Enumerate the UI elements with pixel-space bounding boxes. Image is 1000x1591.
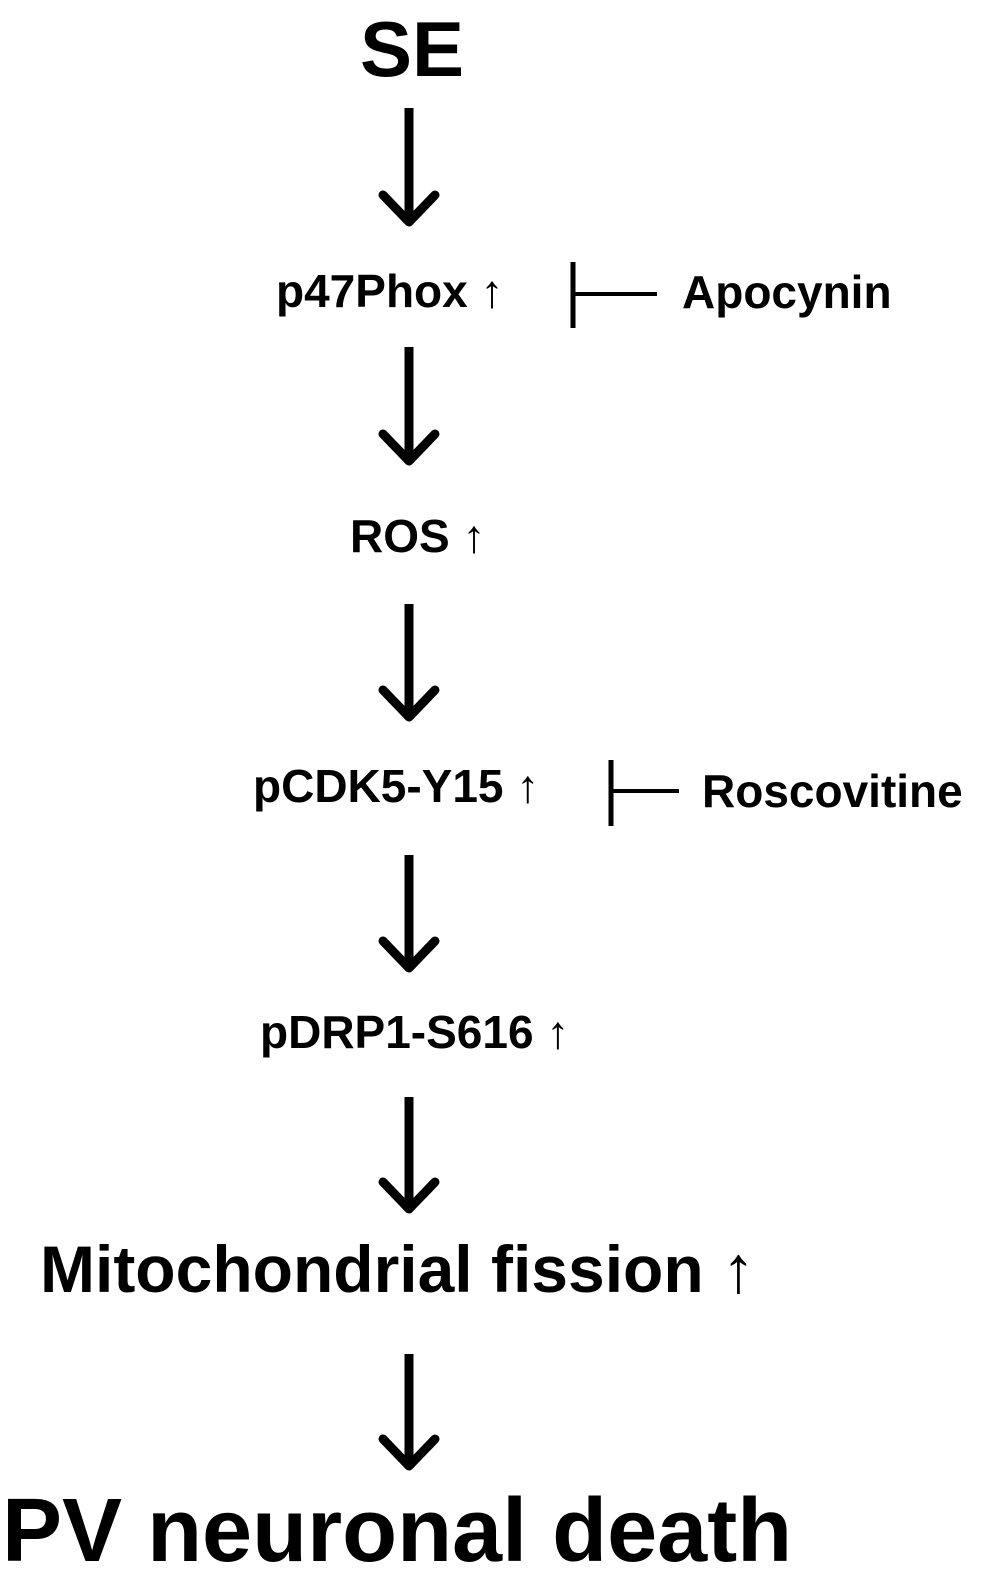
node-death-label: PV neuronal death xyxy=(2,1481,793,1581)
node-pcdk5: pCDK5-Y15 ↑ xyxy=(253,763,539,809)
node-se-label: SE xyxy=(360,5,465,93)
up-arrow-icon: ↑ xyxy=(516,760,540,812)
inhibitor-apocynin: Apocynin xyxy=(682,269,892,315)
inhibitor-apocynin-label: Apocynin xyxy=(682,266,892,318)
edge-p47phox-to-ros xyxy=(378,347,440,466)
node-p47phox-label: p47Phox xyxy=(276,265,468,317)
node-mitochondrial-fission: Mitochondrial fission ↑ xyxy=(40,1236,755,1302)
up-arrow-icon: ↑ xyxy=(480,265,504,317)
up-arrow-icon: ↑ xyxy=(546,1006,570,1058)
node-pcdk5-label: pCDK5-Y15 xyxy=(253,760,504,812)
edge-se-to-p47phox xyxy=(378,108,440,227)
edge-fission-to-death xyxy=(378,1354,440,1471)
up-arrow-icon: ↑ xyxy=(722,1232,756,1306)
node-ros: ROS ↑ xyxy=(350,513,485,559)
inhibition-apocynin xyxy=(570,262,657,328)
node-pv-neuronal-death: PV neuronal death xyxy=(2,1486,792,1576)
node-fission-label: Mitochondrial fission xyxy=(40,1232,704,1306)
node-pdrp1-label: pDRP1-S616 xyxy=(260,1006,534,1058)
inhibition-roscovitine xyxy=(608,760,679,826)
inhibitor-roscovitine-label: Roscovitine xyxy=(702,765,963,817)
edge-ros-to-pcdk5 xyxy=(378,604,440,722)
node-pdrp1: pDRP1-S616 ↑ xyxy=(260,1009,569,1055)
node-se: SE xyxy=(360,10,464,88)
edge-pdrp1-to-fission xyxy=(378,1097,440,1214)
edge-pcdk5-to-pdrp1 xyxy=(378,855,440,973)
node-ros-label: ROS xyxy=(350,510,450,562)
inhibitor-roscovitine: Roscovitine xyxy=(702,768,963,814)
up-arrow-icon: ↑ xyxy=(462,510,486,562)
node-p47phox: p47Phox ↑ xyxy=(276,268,504,314)
